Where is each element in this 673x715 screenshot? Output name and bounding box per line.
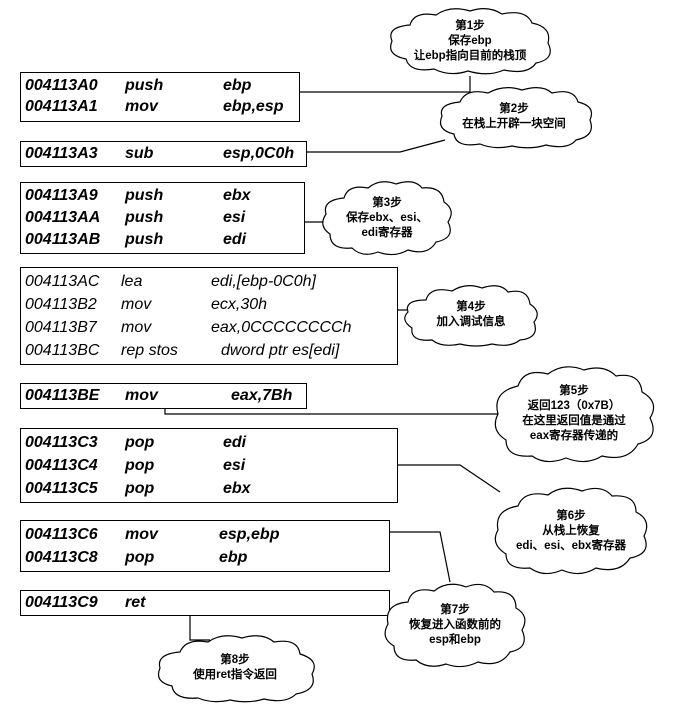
- cloud-shape: [390, 8, 551, 75]
- step-text: 第7步 恢复进入函数前的 esp和ebp: [409, 603, 501, 646]
- step-6-cloud: 第6步 从栈上恢复 edi、esi、ebx寄存器: [490, 484, 652, 578]
- opcode: mov: [125, 387, 158, 404]
- step-text: 第3步 保存ebx、esi、 edi寄存器: [346, 196, 428, 239]
- code-block-1: 004113A0 push ebp 004113A1 mov ebp,esp: [20, 72, 300, 122]
- code-block-6: 004113C3 pop edi 004113C4 pop esi 004113…: [20, 428, 398, 503]
- address: 004113AA: [25, 209, 101, 226]
- connector-step8: [189, 616, 210, 641]
- address: 004113AB: [25, 231, 101, 248]
- address: 004113A3: [25, 145, 98, 162]
- operand: esp,0C0h: [223, 145, 295, 162]
- opcode: mov: [125, 98, 158, 115]
- opcode: pop: [125, 480, 155, 497]
- address: 004113C9: [25, 594, 98, 611]
- operand: ebp: [223, 77, 252, 94]
- cloud-shape: [384, 583, 526, 668]
- operand: ecx,30h: [211, 296, 268, 313]
- opcode: ret: [125, 594, 146, 611]
- cloud-shape: [494, 487, 648, 575]
- address: 004113C8: [25, 549, 98, 566]
- operand: edi: [223, 434, 247, 451]
- connector-step1: [300, 76, 471, 93]
- connector-step7: [390, 531, 451, 583]
- address: 004113AC: [25, 273, 100, 290]
- opcode: push: [125, 209, 164, 226]
- step-text: 第1步 保存ebp 让ebp指向目前的栈顶: [413, 19, 527, 62]
- opcode: pop: [125, 457, 155, 474]
- step-text: 第8步 使用ret指令返回: [193, 654, 277, 681]
- operand: ebx: [223, 187, 251, 204]
- code-block-5: 004113BE mov eax,7Bh: [20, 383, 307, 409]
- address: 004113BE: [25, 387, 100, 404]
- code-block-2: 004113A3 sub esp,0C0h: [20, 141, 307, 167]
- cloud-shape: [494, 366, 655, 463]
- address: 004113C6: [25, 526, 98, 543]
- opcode: rep stos: [121, 342, 178, 359]
- opcode: lea: [121, 273, 143, 290]
- operand: dword ptr es[edi]: [221, 342, 340, 359]
- opcode: sub: [125, 145, 154, 162]
- address: 004113C3: [25, 434, 98, 451]
- operand: ebx: [223, 480, 251, 497]
- address: 004113A0: [25, 77, 98, 94]
- operand: esi: [223, 209, 246, 226]
- cloud-shape: [404, 285, 538, 347]
- operand: esp,ebp: [219, 526, 280, 543]
- connector-step2: [307, 139, 446, 153]
- opcode: mov: [121, 296, 152, 313]
- address: 004113C4: [25, 457, 98, 474]
- address: 004113C5: [25, 480, 98, 497]
- address: 004113A1: [25, 98, 98, 115]
- step-text: 第5步 返回123（0x7B） 在这里返回值是通过 eax寄存器传递的: [522, 385, 626, 442]
- address: 004113B2: [25, 296, 97, 313]
- cloud-shape: [439, 87, 593, 149]
- code-block-3: 004113A9 push ebx 004113AA push esi 0041…: [20, 182, 305, 254]
- code-block-8: 004113C9 ret: [20, 590, 390, 616]
- address: 004113B7: [25, 319, 97, 336]
- opcode: mov: [121, 319, 152, 336]
- opcode: mov: [125, 526, 158, 543]
- opcode: push: [125, 231, 164, 248]
- step-text: 第6步 从栈上恢复 edi、esi、ebx寄存器: [516, 509, 626, 552]
- opcode: push: [125, 187, 164, 204]
- operand: ebp: [219, 549, 248, 566]
- connector-step6: [398, 464, 501, 493]
- code-block-7: 004113C6 mov esp,ebp 004113C8 pop ebp: [20, 520, 390, 572]
- step-7-cloud: 第7步 恢复进入函数前的 esp和ebp: [380, 580, 530, 670]
- step-text: 第4步 加入调试信息: [436, 301, 506, 328]
- opcode: pop: [125, 549, 155, 566]
- operand: edi,[ebp-0C0h]: [211, 273, 316, 290]
- opcode: pop: [125, 434, 155, 451]
- cloud-shape: [157, 635, 315, 703]
- step-3-cloud: 第3步 保存ebx、esi、 edi寄存器: [318, 178, 456, 258]
- step-5-cloud: 第5步 返回123（0x7B） 在这里返回值是通过 eax寄存器传递的: [488, 362, 660, 466]
- step-4-cloud: 第4步 加入调试信息: [400, 282, 542, 348]
- step-2-cloud: 第2步 在栈上开辟一块空间: [432, 84, 596, 150]
- operand: eax,0CCCCCCCCh: [211, 319, 352, 336]
- address: 004113BC: [25, 342, 100, 359]
- step-8-cloud: 第8步 使用ret指令返回: [150, 632, 320, 704]
- operand: ebp,esp: [223, 98, 284, 115]
- step-text: 第2步 在栈上开辟一块空间: [462, 103, 566, 130]
- address: 004113A9: [25, 187, 98, 204]
- operand: edi: [223, 231, 247, 248]
- opcode: push: [125, 77, 164, 94]
- cloud-shape: [322, 181, 452, 256]
- code-block-4: 004113AC lea edi,[ebp-0C0h] 004113B2 mov…: [20, 267, 398, 365]
- operand: esi: [223, 457, 246, 474]
- operand: eax,7Bh: [231, 387, 293, 404]
- step-1-cloud: 第1步 保存ebp 让ebp指向目前的栈顶: [380, 5, 560, 77]
